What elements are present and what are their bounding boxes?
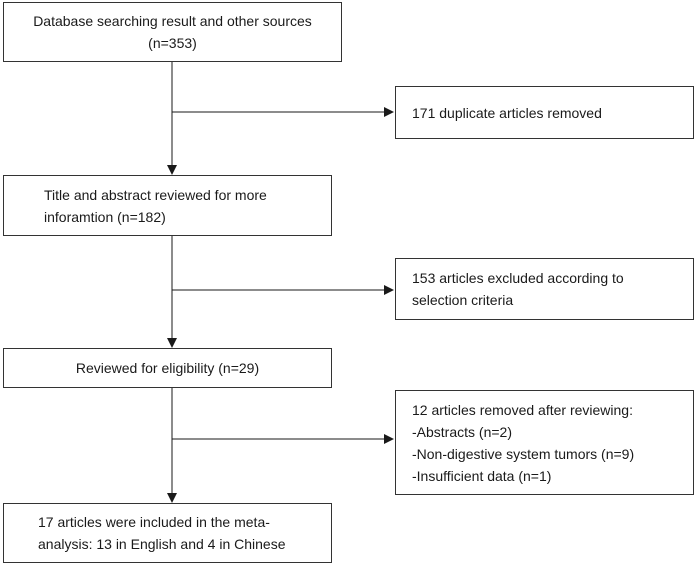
identification-box: Database searching result and other sour… <box>3 2 342 62</box>
excluded-text-line2: selection criteria <box>412 292 514 308</box>
excluded-box: 153 articles excluded according to selec… <box>395 258 694 320</box>
removed-box: 12 articles removed after reviewing: -Ab… <box>395 390 694 495</box>
eligibility-box: Reviewed for eligibility (n=29) <box>3 348 332 388</box>
excluded-text-line1: 153 articles excluded according to <box>412 270 624 286</box>
removed-text-heading: 12 articles removed after reviewing: <box>412 401 633 418</box>
identification-count: (n=353) <box>148 35 197 51</box>
identification-text-line1: Database searching result and other sour… <box>33 13 312 29</box>
included-text-line2: analysis: 13 in English and 4 in Chinese <box>38 536 286 552</box>
screening-text-line2: inforamtion (n=182) <box>44 208 166 225</box>
screening-box: Title and abstract reviewed for more inf… <box>3 175 332 236</box>
removed-reason-insufficient-data: -Insufficient data (n=1) <box>412 467 552 484</box>
eligibility-text: Reviewed for eligibility (n=29) <box>75 360 260 376</box>
included-box: 17 articles were included in the meta- a… <box>3 503 332 563</box>
included-text-line1: 17 articles were included in the meta- <box>38 514 270 530</box>
duplicates-text: 171 duplicate articles removed <box>412 104 602 121</box>
removed-reason-abstracts: -Abstracts (n=2) <box>412 423 512 440</box>
removed-reason-non-digestive: -Non-digestive system tumors (n=9) <box>412 445 635 462</box>
duplicates-box: 171 duplicate articles removed <box>395 86 694 139</box>
screening-text-line1: Title and abstract reviewed for more <box>44 186 267 203</box>
